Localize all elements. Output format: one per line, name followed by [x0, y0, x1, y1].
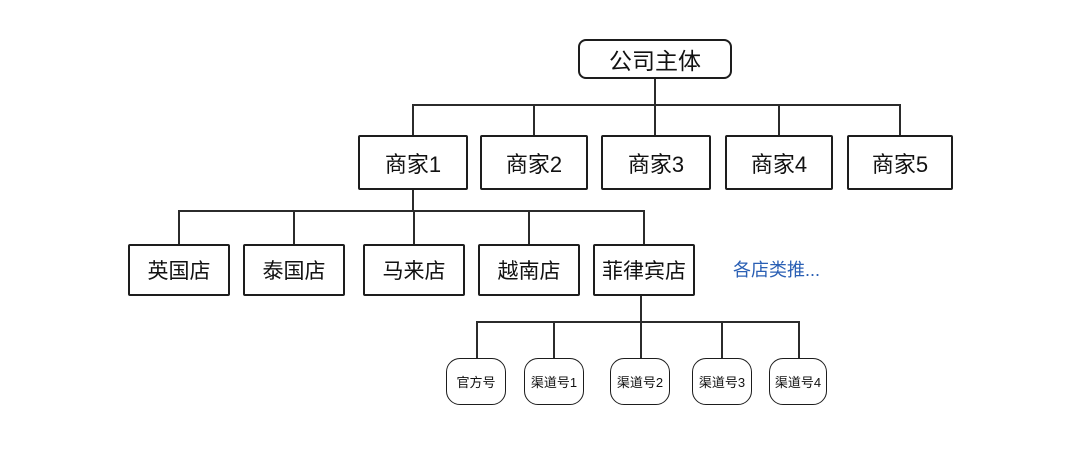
connector-line [293, 210, 295, 244]
connector-line [178, 210, 180, 244]
node-merchant-5: 商家5 [847, 135, 953, 190]
connector-line [640, 321, 642, 358]
connector-line [778, 104, 780, 136]
connector-line [640, 296, 642, 323]
connector-line [413, 210, 415, 244]
connector-line [654, 78, 656, 105]
node-merchant-2: 商家2 [480, 135, 588, 190]
node-account-official: 官方号 [446, 358, 506, 405]
node-store-vietnam: 越南店 [478, 244, 580, 296]
connector-line [412, 104, 901, 106]
node-store-thailand: 泰国店 [243, 244, 345, 296]
connector-line [553, 321, 555, 358]
connector-line [654, 104, 656, 136]
node-store-malaysia: 马来店 [363, 244, 465, 296]
node-account-channel-1: 渠道号1 [524, 358, 584, 405]
connector-line [412, 190, 414, 212]
node-store-uk: 英国店 [128, 244, 230, 296]
node-store-philippines: 菲律宾店 [593, 244, 695, 296]
connector-line [721, 321, 723, 358]
connector-line [798, 321, 800, 358]
node-merchant-3: 商家3 [601, 135, 711, 190]
connector-line [533, 104, 535, 136]
connector-line [643, 210, 645, 244]
connector-line [412, 104, 414, 136]
node-merchant-4: 商家4 [725, 135, 833, 190]
node-company-root: 公司主体 [578, 39, 732, 79]
node-merchant-1: 商家1 [358, 135, 468, 190]
connector-line [476, 321, 478, 358]
node-account-channel-2: 渠道号2 [610, 358, 670, 405]
connector-line [178, 210, 645, 212]
node-account-channel-3: 渠道号3 [692, 358, 752, 405]
node-account-channel-4: 渠道号4 [769, 358, 827, 405]
connector-line [899, 104, 901, 136]
connector-line [528, 210, 530, 244]
connector-line [476, 321, 800, 323]
note-analogy-text: 各店类推... [733, 260, 821, 280]
